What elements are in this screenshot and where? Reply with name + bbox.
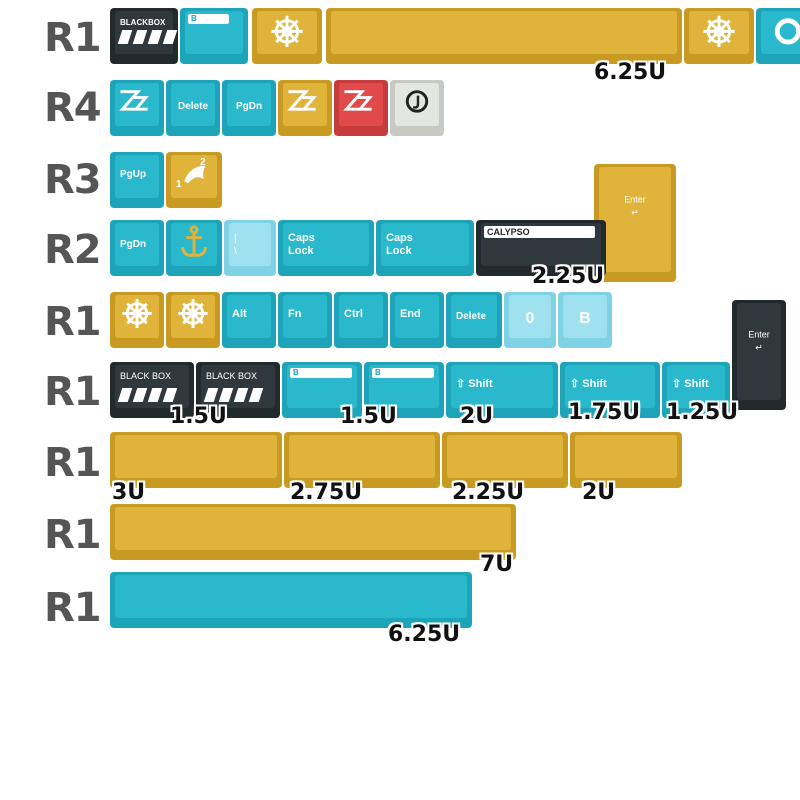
keycap-yellow-275u [284, 432, 440, 488]
keycap-b-small: B [180, 8, 248, 64]
keycap-zero: 0 [504, 292, 556, 348]
row-label-r1-yellow-7u: R1 [44, 512, 102, 558]
keycap-teal-625u [110, 572, 472, 628]
zzz-icon [287, 90, 317, 111]
keycap-b-key-1: B [282, 362, 362, 418]
keycap-pgup: PgUp [110, 152, 164, 208]
keycap-ctrl: Ctrl [334, 292, 388, 348]
keycap-yellow-7u [110, 504, 516, 560]
keycap-pgdn-r4: PgDn [222, 80, 276, 136]
keycap-iso-enter-yellow: Enter ↵ [594, 164, 676, 282]
size-label-teal-625u: 6.25U [388, 622, 461, 647]
size-label-b-key: 1.5U [340, 404, 397, 429]
keycap-shift-175u: ⇧ Shift [560, 362, 660, 418]
keycap-coffee-gray [390, 80, 444, 136]
row-label-r1-top: R1 [44, 15, 102, 61]
keycap-caps-lock-2: Caps Lock [376, 220, 474, 276]
size-label-calypso: 2.25U [532, 264, 605, 289]
helm-wheel-icon [122, 298, 152, 329]
row-label-r4: R4 [44, 85, 102, 131]
keycap-yellow-3u [110, 432, 282, 488]
keycap-yellow-225u [442, 432, 568, 488]
keycap-zzz-yellow [278, 80, 332, 136]
coffee-cup-icon [405, 90, 429, 113]
keycap-helm-top-2 [684, 8, 754, 64]
keycap-yellow-2u [570, 432, 682, 488]
keycap-zzz-red [334, 80, 388, 136]
keycap-zzz-teal [110, 80, 164, 136]
keycap-shift-2u: ⇧ Shift [446, 362, 558, 418]
keycap-backslash: | \ [224, 220, 276, 276]
keycap-caps-lock-1: Caps Lock [278, 220, 374, 276]
blackbox-stripes-icon [203, 388, 264, 402]
dolphin-icon [184, 165, 206, 184]
keycap-delete-r1: Delete [446, 292, 502, 348]
keycap-b-key-2: B [364, 362, 444, 418]
keycap-dolphin: 2 1 [166, 152, 222, 208]
keycap-blackbox-a: BLACK BOX [110, 362, 194, 418]
keycap-delete-r4: Delete [166, 80, 220, 136]
size-label-blackbox: 1.5U [170, 404, 227, 429]
size-label-spacebar-top: 6.25U [594, 60, 667, 85]
keycap-helm-mod-2 [166, 292, 220, 348]
row-label-r1-teal-space: R1 [44, 585, 102, 631]
row-label-r1-shift: R1 [44, 369, 102, 415]
size-label-shift-2u: 2U [460, 404, 494, 429]
size-label-shift-125u: 1.25U [666, 400, 739, 425]
keycap-alt: Alt [222, 292, 276, 348]
row-label-r1-yellow-bars: R1 [44, 440, 102, 486]
keycap-b-light: B [558, 292, 612, 348]
helm-wheel-icon [271, 15, 303, 47]
size-label-shift-175u: 1.75U [568, 400, 641, 425]
keycap-helm-top-1 [252, 8, 322, 64]
helm-wheel-icon [703, 15, 735, 47]
size-label-yellow-7u: 7U [480, 552, 514, 577]
zzz-icon [343, 90, 373, 111]
keycap-spacebar-625u-top [326, 8, 682, 64]
keycap-lifebuoy-top [756, 8, 800, 64]
keycap-end: End [390, 292, 444, 348]
keycap-calypso: CALYPSO [476, 220, 606, 276]
size-label-yellow-3u: 3U [112, 480, 146, 505]
size-label-yellow-275u: 2.75U [290, 480, 363, 505]
keycap-fn: Fn [278, 292, 332, 348]
row-label-r3: R3 [44, 157, 102, 203]
keycap-shift-125u: ⇧ Shift [662, 362, 730, 418]
helm-wheel-icon [178, 298, 208, 329]
anchor-icon [180, 225, 208, 257]
size-label-yellow-225u: 2.25U [452, 480, 525, 505]
keycap-helm-mod-1 [110, 292, 164, 348]
row-label-r2: R2 [44, 227, 102, 273]
lifebuoy-icon [774, 18, 800, 45]
size-label-yellow-2u: 2U [582, 480, 616, 505]
zzz-icon [119, 90, 149, 111]
blackbox-stripes-icon [117, 30, 178, 44]
row-label-r1-mods: R1 [44, 299, 102, 345]
keycap-blackbox-small: BLACKBOX [110, 8, 178, 64]
blackbox-stripes-icon [117, 388, 178, 402]
keycap-anchor [166, 220, 222, 276]
keycap-pgdn-r2: PgDn [110, 220, 164, 276]
keycap-blackbox-b: BLACK BOX [196, 362, 280, 418]
keycap-enter-black: Enter ↵ [732, 300, 786, 410]
